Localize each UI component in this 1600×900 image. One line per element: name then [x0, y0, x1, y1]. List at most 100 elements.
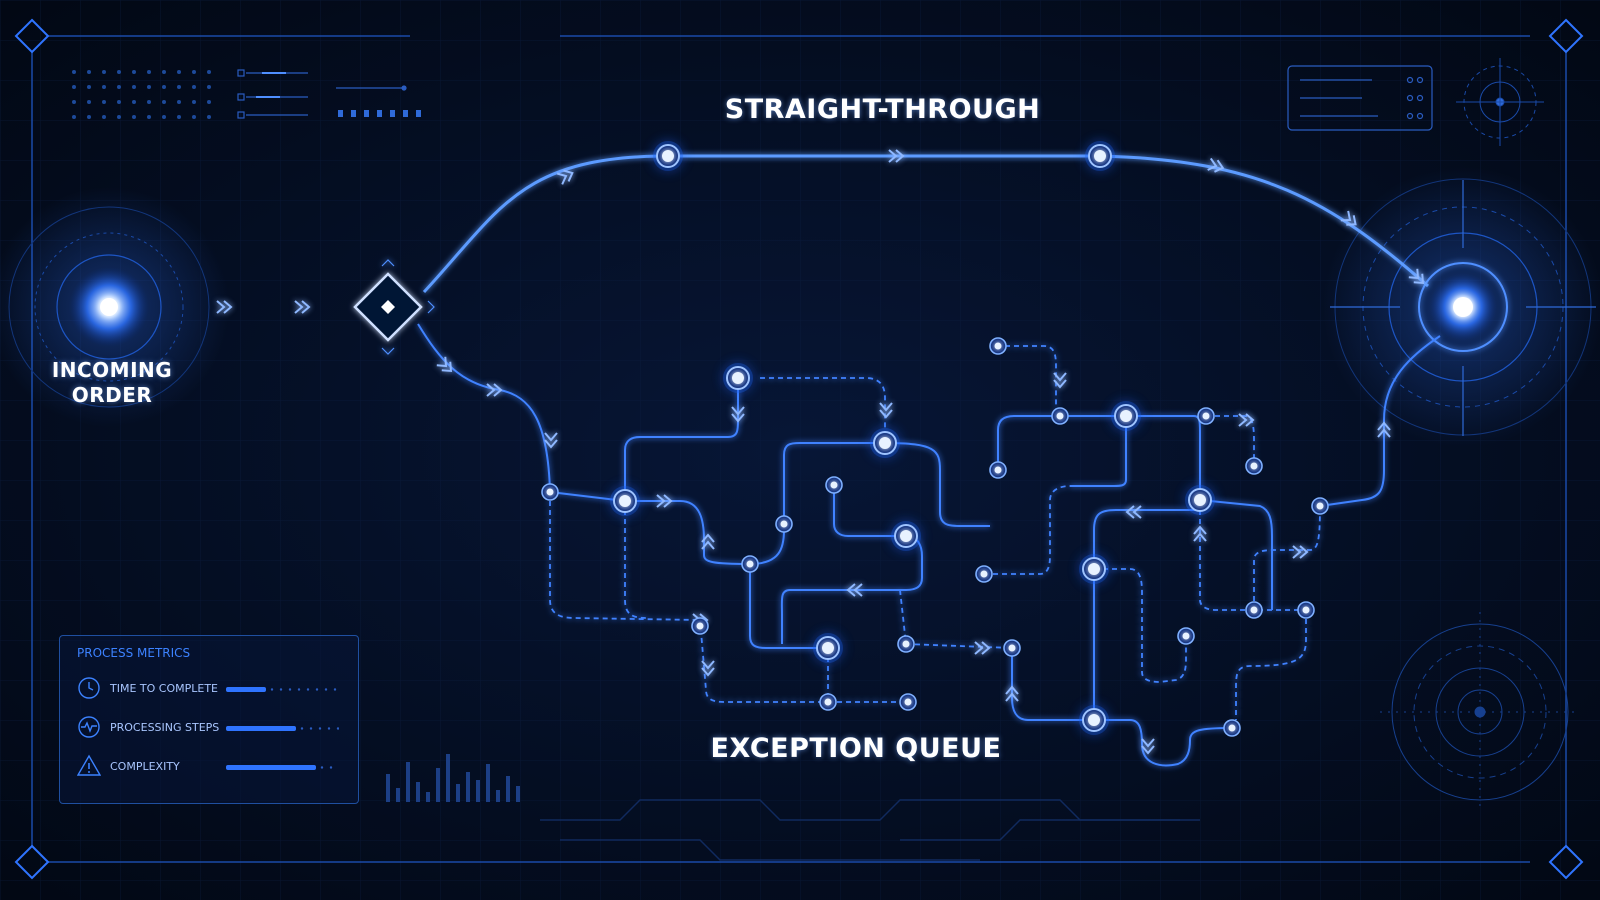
flow-chevron-shape	[888, 149, 905, 163]
flow-chevron	[701, 533, 715, 550]
metric-bar-fill	[226, 687, 266, 692]
process-node-minor	[975, 565, 993, 583]
flow-chevron-shape	[1193, 525, 1207, 542]
metric-bar-steps	[226, 726, 339, 731]
flow-chevron	[1377, 421, 1391, 438]
matrix-dot	[132, 70, 136, 74]
matrix-dot	[117, 85, 121, 89]
metric-bar-dot	[297, 688, 301, 691]
process-node-major	[653, 141, 683, 171]
exception-route	[1093, 509, 1200, 569]
exception-route-dashed	[1199, 510, 1306, 611]
matrix-dot	[192, 70, 196, 74]
decor-radar-bottom-right	[1380, 612, 1580, 812]
node-core	[1056, 412, 1064, 420]
matrix-dot	[177, 70, 181, 74]
process-node-minor	[1003, 639, 1021, 657]
flow-chevron	[1193, 525, 1207, 542]
incoming-order-node	[0, 187, 229, 427]
matrix-dot	[207, 70, 211, 74]
flow-chevron	[1340, 210, 1357, 226]
matrix-dot	[162, 70, 166, 74]
metric-bar-dot	[318, 727, 322, 730]
flow-chevron-shape	[294, 300, 311, 314]
matrix-dot	[132, 115, 136, 119]
metric-bar-dot	[309, 727, 313, 730]
node-core	[1228, 724, 1236, 732]
waveform-icon	[78, 716, 100, 738]
decor-sliders-left	[237, 69, 407, 119]
flow-chevron-shape	[1125, 505, 1142, 519]
exception-route-dashed	[699, 619, 828, 703]
metric-row-steps: PROCESSING STEPS	[77, 715, 347, 741]
metrics-panel-title: PROCESS METRICS	[77, 646, 191, 660]
flow-chevron-shape	[974, 641, 991, 655]
node-core	[662, 150, 674, 162]
metric-bar-fill	[226, 765, 316, 770]
matrix-dot	[117, 100, 121, 104]
node-core	[1250, 462, 1258, 470]
node-core	[1182, 632, 1190, 640]
exception-route-dashed	[996, 345, 1057, 416]
flow-chevron-shape	[216, 300, 233, 314]
flow-chevron	[888, 149, 905, 163]
process-node-minor	[691, 617, 709, 635]
matrix-dot	[72, 115, 76, 119]
equalizer-bar	[456, 784, 460, 802]
process-node-minor	[1177, 627, 1195, 645]
node-core	[696, 622, 704, 630]
hud-frame	[14, 18, 1584, 880]
decor-circuit-traces	[540, 799, 1200, 861]
metric-label-steps: PROCESSING STEPS	[110, 721, 220, 734]
flow-chevron-shape	[1005, 685, 1019, 702]
flow-chevron-shape	[556, 169, 574, 185]
matrix-dot	[147, 100, 151, 104]
node-core	[822, 642, 834, 654]
metric-bar-dot	[324, 688, 328, 691]
process-node-minor	[1245, 457, 1263, 475]
flow-chevron	[1125, 505, 1142, 519]
process-node-minor	[1297, 601, 1315, 619]
flow-chevron-shape	[656, 494, 673, 508]
flow-chevron	[1408, 268, 1425, 285]
flow-chevron-shape	[1377, 421, 1391, 438]
process-node-major	[1185, 485, 1215, 515]
flow-chevron	[436, 356, 453, 373]
matrix-dot	[117, 70, 121, 74]
process-node-minor	[899, 693, 917, 711]
matrix-dot	[147, 85, 151, 89]
process-node-major	[610, 486, 640, 516]
decor-dash-bar	[338, 110, 421, 117]
metric-row-time: TIME TO COMPLETE	[77, 676, 347, 702]
node-core	[1316, 502, 1324, 510]
process-node-minor	[819, 693, 837, 711]
metric-bar-dot	[279, 688, 283, 691]
matrix-dot	[87, 100, 91, 104]
equalizer-bar	[426, 792, 430, 802]
process-node-minor	[825, 476, 843, 494]
metric-bar-time	[226, 687, 337, 692]
node-core	[619, 495, 631, 507]
matrix-dot	[102, 70, 106, 74]
decor-dot-matrix	[72, 70, 211, 119]
node-core	[830, 481, 838, 489]
matrix-dot	[177, 85, 181, 89]
matrix-dot	[87, 85, 91, 89]
process-node-major	[813, 633, 843, 663]
process-node-minor	[1223, 719, 1241, 737]
flow-chevron	[544, 432, 558, 449]
metric-bar-dot	[333, 688, 337, 691]
flow-chevron-shape	[701, 533, 715, 550]
exception-route-dashed	[1094, 568, 1187, 683]
matrix-dot	[177, 100, 181, 104]
metric-bar-dot	[327, 727, 331, 730]
process-node-major	[870, 428, 900, 458]
node-core	[1088, 563, 1100, 575]
straight-through-label: STRAIGHT-THROUGH	[724, 94, 1041, 125]
node-core	[732, 372, 744, 384]
metric-bar-dot	[329, 766, 333, 769]
flow-chevron	[1141, 738, 1155, 755]
flow-chevron-shape	[486, 383, 503, 397]
matrix-dot	[132, 100, 136, 104]
metric-bar-dot	[315, 688, 319, 691]
